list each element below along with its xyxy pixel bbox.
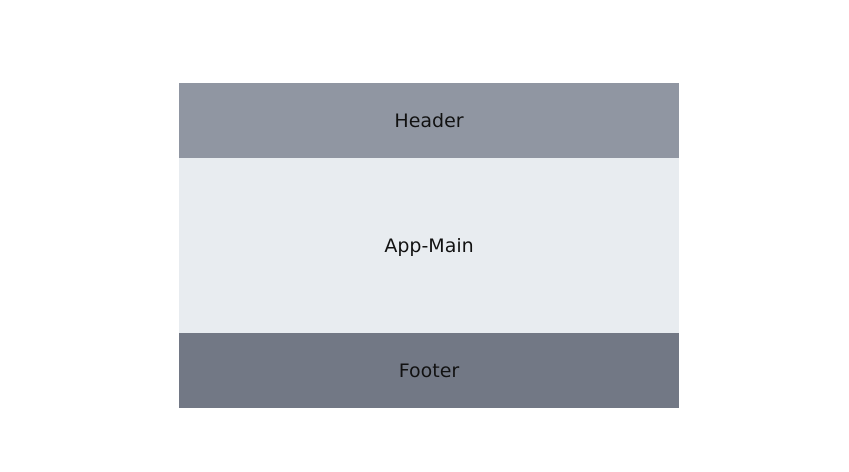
header-label: Header <box>394 109 464 132</box>
header-region: Header <box>179 83 679 158</box>
footer-region: Footer <box>179 333 679 408</box>
layout-container: Header App-Main Footer <box>179 83 679 408</box>
footer-label: Footer <box>398 359 460 382</box>
app-main-label: App-Main <box>384 234 474 257</box>
app-main-region: App-Main <box>179 158 679 333</box>
